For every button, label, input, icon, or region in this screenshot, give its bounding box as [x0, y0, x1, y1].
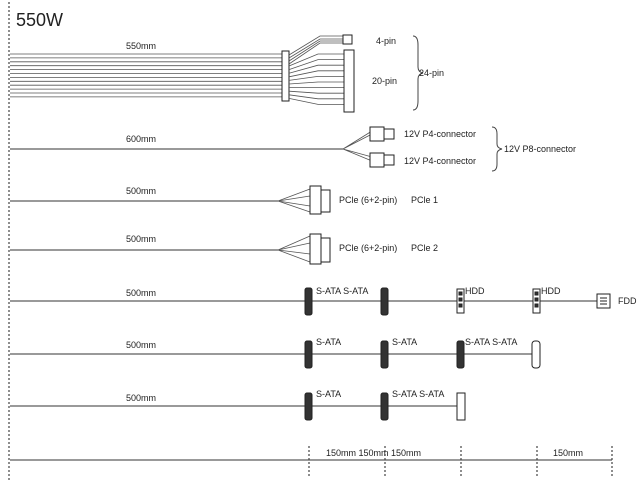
sata-3-cable: 500mm S-ATA S-ATA S-ATA — [10, 389, 466, 421]
pcie-2-connector-label: PCle (6+2-pin) — [339, 243, 397, 253]
sata-hdd-label-1: S-ATA S-ATA — [316, 286, 368, 296]
sata-4-length: 500mm — [126, 340, 156, 350]
20-pin-wire — [288, 70, 344, 78]
sata-hdd-length: 500mm — [126, 288, 156, 298]
molex-pin — [534, 297, 539, 302]
sata-hdd-label-2: HDD — [465, 286, 485, 296]
4-pin-wire — [288, 40, 343, 62]
scale-label-1: 150mm 150mm 150mm — [326, 448, 421, 458]
sata-end-connector — [531, 340, 541, 369]
length-scale: 150mm 150mm 150mm 150mm — [10, 446, 613, 476]
p4-connector-1-label: 12V P4-connector — [404, 129, 476, 139]
24-pin-brace — [412, 35, 424, 111]
diagram-title: 550W — [16, 10, 63, 30]
24-pin-label: 24-pin — [419, 68, 444, 78]
20-pin-wire — [288, 76, 344, 81]
sata-3-length: 500mm — [126, 393, 156, 403]
sata-connector — [380, 287, 389, 316]
sata-connector — [456, 340, 465, 369]
sata-4-label-2: S-ATA — [392, 337, 417, 347]
sata-3-label-1: S-ATA — [316, 389, 341, 399]
sata-4-label-3: S-ATA S-ATA — [465, 337, 517, 347]
20-pin-wire — [288, 98, 344, 105]
4-pin-wire — [288, 35, 343, 56]
pcie-2-connector — [309, 233, 322, 265]
pcie-2-fanout — [277, 235, 311, 263]
4-pin-connector — [342, 34, 353, 45]
pcie-2-connector-2pin — [320, 237, 331, 263]
main-cable-sleeve — [281, 50, 290, 102]
main-cable-length: 550mm — [126, 41, 156, 51]
20-pin-wire — [288, 59, 344, 70]
pcie-1-connector — [309, 185, 322, 215]
pcie-2-cable: 500mm PCle (6+2-pin) PCle 2 — [10, 233, 438, 265]
p4-cable: 600mm 12V P4-connector 12V P4-connector … — [10, 126, 576, 172]
fdd-label: FDD — [618, 296, 637, 306]
molex-pin — [534, 303, 539, 308]
pcie-1-connector-label: PCle (6+2-pin) — [339, 195, 397, 205]
molex-pin — [458, 291, 463, 296]
sata-end-connector — [456, 392, 466, 421]
fdd-connector — [596, 293, 611, 309]
sata-connector — [380, 392, 389, 421]
sata-connector — [380, 340, 389, 369]
p4-connector-1 — [369, 126, 385, 142]
20-pin-wire — [288, 53, 344, 67]
4-pin-label: 4-pin — [376, 36, 396, 46]
molex-pin — [458, 297, 463, 302]
pcie-2-name: PCle 2 — [411, 243, 438, 253]
pcie-1-fanout — [277, 188, 311, 213]
sata-4-cable: 500mm S-ATA S-ATA S-ATA S-ATA — [10, 337, 541, 369]
p8-brace — [491, 126, 503, 172]
20-pin-wire — [288, 64, 344, 74]
sata-hdd-cable: 500mm S-ATA S-ATA HDD HDD FDD — [10, 286, 637, 316]
pcie-2-length: 500mm — [126, 234, 156, 244]
sata-3-label-2: S-ATA S-ATA — [392, 389, 444, 399]
p4-connector-2-tab — [383, 154, 395, 166]
sata-connector — [304, 392, 313, 421]
4-pin-wire — [288, 42, 343, 65]
scale-label-2: 150mm — [553, 448, 583, 458]
pcie-1-length: 500mm — [126, 186, 156, 196]
molex-pin — [534, 291, 539, 296]
20-pin-wire — [288, 90, 344, 94]
main-cable-bundle — [10, 53, 282, 98]
p4-connector-1-tab — [383, 128, 395, 140]
molex-pin — [458, 303, 463, 308]
sata-hdd-label-3: HDD — [541, 286, 561, 296]
p4-cable-length: 600mm — [126, 134, 156, 144]
p4-connector-2-label: 12V P4-connector — [404, 156, 476, 166]
p4-fanout — [342, 130, 373, 162]
p4-connector-2 — [369, 152, 385, 168]
pcie-1-name: PCle 1 — [411, 195, 438, 205]
sata-4-label-1: S-ATA — [316, 337, 341, 347]
20-pin-wire — [288, 94, 344, 100]
sata-connector — [304, 340, 313, 369]
20-pin-label: 20-pin — [372, 76, 397, 86]
main-power-cable: 550mm 4-pin 20-pin 24-pin — [10, 34, 444, 113]
4-pin-wire — [288, 38, 343, 59]
pcie-1-connector-2pin — [320, 189, 331, 213]
pcie-1-cable: 500mm PCle (6+2-pin) PCle 1 — [10, 185, 438, 215]
sata-connector — [304, 287, 313, 316]
main-cable-fanout — [288, 35, 344, 105]
20-pin-wire — [288, 81, 344, 85]
p8-connector-label: 12V P8-connector — [504, 144, 576, 154]
20-pin-connector — [343, 49, 355, 113]
